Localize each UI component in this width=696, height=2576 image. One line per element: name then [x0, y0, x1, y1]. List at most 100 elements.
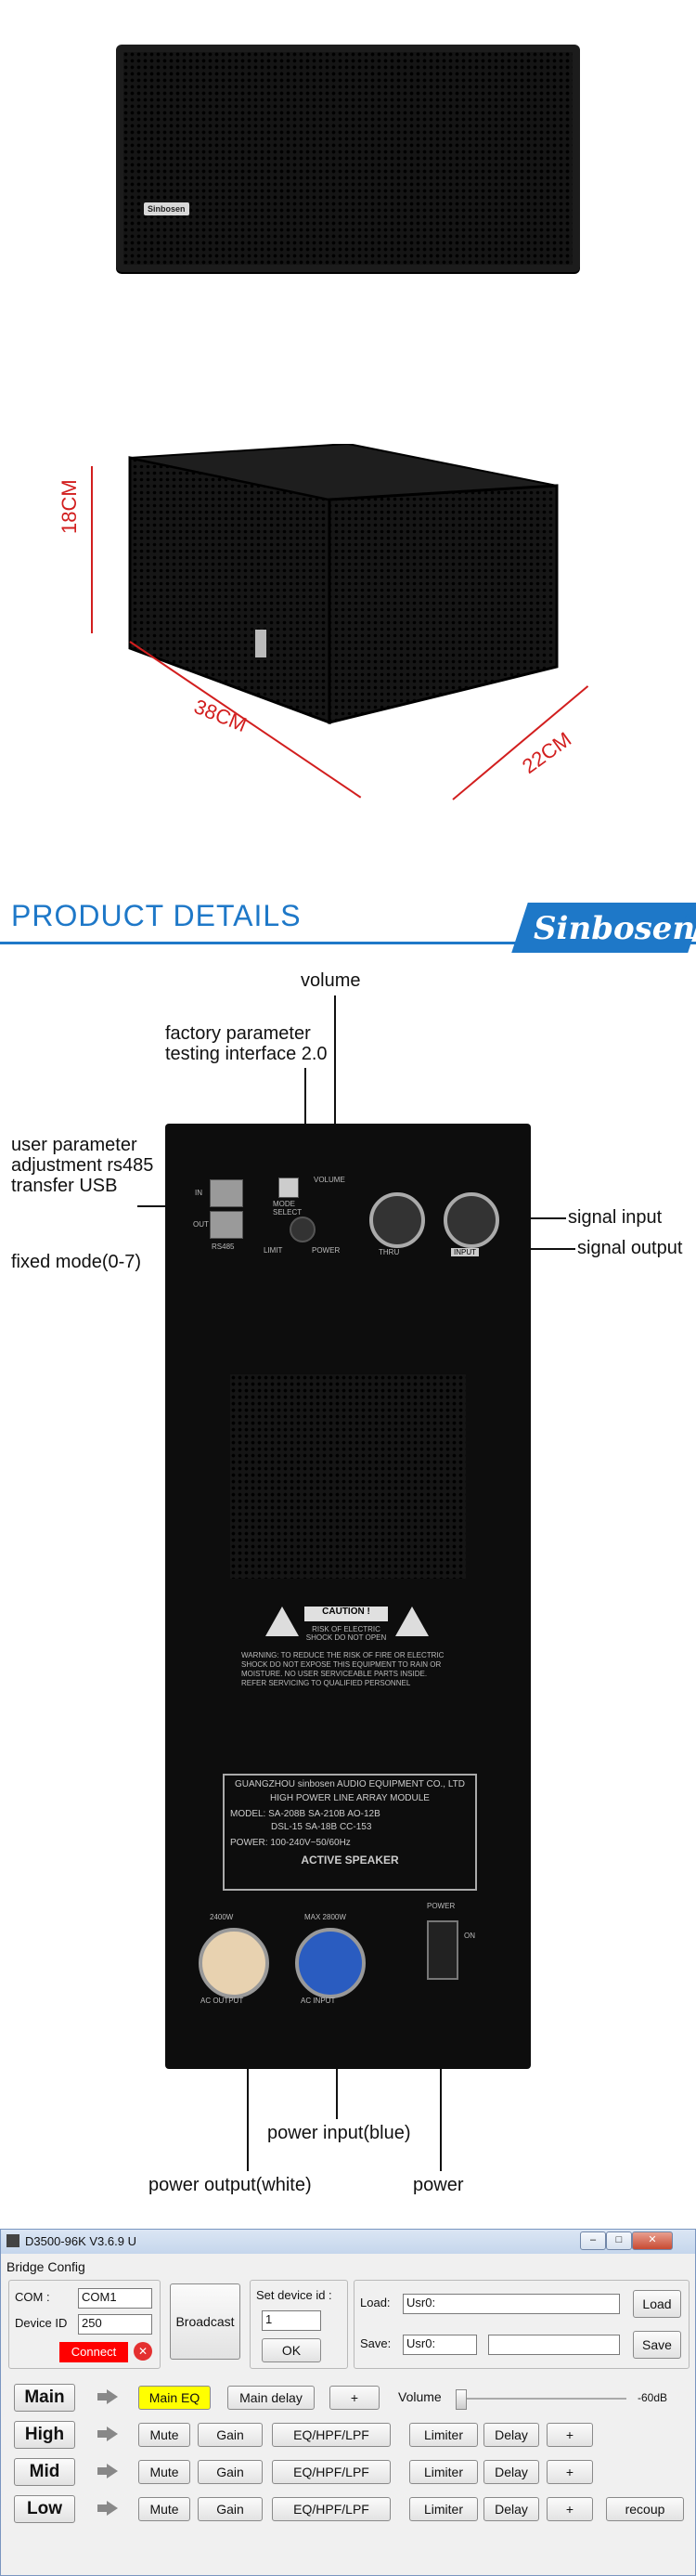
com-group: COM : COM1 Device ID 250 Connect ✕	[8, 2280, 161, 2369]
mid-eq-button[interactable]: EQ/HPF/LPF	[272, 2460, 391, 2484]
main-plus-button[interactable]: +	[329, 2386, 380, 2410]
high-eq-button[interactable]: EQ/HPF/LPF	[272, 2423, 391, 2447]
high-mute-button[interactable]: Mute	[138, 2423, 190, 2447]
set-device-input[interactable]: 1	[262, 2310, 321, 2331]
model-6: CC-153	[339, 1822, 372, 1832]
mid-plus-button[interactable]: +	[547, 2460, 593, 2484]
high-gain-button[interactable]: Gain	[198, 2423, 263, 2447]
powercon-input[interactable]	[295, 1928, 366, 1998]
title-bar: D3500-96K V3.6.9 U – □ ✕	[1, 2230, 695, 2254]
minimize-button[interactable]: –	[580, 2231, 606, 2250]
xlr-input-jack[interactable]	[444, 1192, 499, 1248]
com-select[interactable]: COM1	[78, 2288, 152, 2309]
load-button[interactable]: Load	[633, 2290, 681, 2318]
out-rating: 2400W	[210, 1913, 234, 1921]
warning-triangle-icon	[265, 1607, 299, 1636]
callout-fixed-mode: fixed mode(0-7)	[11, 1252, 142, 1272]
menu-bridge-config[interactable]: Bridge Config	[6, 2259, 85, 2274]
row-main-label[interactable]: Main	[14, 2384, 75, 2412]
save-button[interactable]: Save	[633, 2331, 681, 2359]
model-2: SA-210B	[307, 1809, 345, 1819]
thru-label: THRU	[379, 1248, 400, 1256]
section-divider	[0, 942, 696, 944]
powercon-output[interactable]	[199, 1928, 269, 1998]
main-delay-button[interactable]: Main delay	[227, 2386, 315, 2410]
registered-mark: ®	[685, 910, 695, 925]
volume-label: VOLUME	[314, 1176, 345, 1184]
warning-text: WARNING: TO REDUCE THE RISK OF FIRE OR E…	[241, 1651, 445, 1687]
mid-mute-button[interactable]: Mute	[138, 2460, 190, 2484]
com-label: COM :	[15, 2290, 50, 2304]
warning-triangle-icon-2	[395, 1607, 429, 1636]
save-label: Save:	[360, 2336, 392, 2350]
callout-volume-line	[334, 995, 336, 1198]
low-recoup-button[interactable]: recoup	[606, 2497, 684, 2521]
mode-select-label: MODE SELECT	[273, 1200, 303, 1216]
model-box: GUANGZHOU sinbosen AUDIO EQUIPMENT CO., …	[223, 1774, 477, 1891]
save-name-input[interactable]	[488, 2335, 620, 2355]
low-delay-button[interactable]: Delay	[483, 2497, 539, 2521]
mode-select-knob[interactable]	[290, 1216, 316, 1242]
high-limiter-button[interactable]: Limiter	[409, 2423, 478, 2447]
disconnected-icon: ✕	[134, 2342, 152, 2361]
ok-button[interactable]: OK	[262, 2338, 321, 2362]
callout-factory-2: testing interface 2.0	[165, 1044, 328, 1064]
in-rating: MAX 2800W	[304, 1913, 346, 1921]
rear-panel: IN OUT RS485 MODE SELECT VOLUME LIMIT PO…	[165, 1124, 531, 2069]
main-eq-button[interactable]: Main EQ	[138, 2386, 211, 2410]
rj45-out-port[interactable]	[210, 1211, 243, 1239]
low-limiter-button[interactable]: Limiter	[409, 2497, 478, 2521]
usb-port[interactable]	[278, 1177, 299, 1198]
power-switch-label: POWER	[427, 1902, 456, 1910]
speaker-angled-photo	[125, 442, 561, 778]
load-select[interactable]: Usr0:	[403, 2294, 620, 2314]
caution-sub: RISK OF ELECTRIC SHOCK DO NOT OPEN	[305, 1625, 387, 1642]
rj45-in-label: IN	[195, 1189, 202, 1197]
high-delay-button[interactable]: Delay	[483, 2423, 539, 2447]
vent-grille	[230, 1374, 466, 1579]
rs485-label: RS485	[212, 1242, 235, 1251]
brand-badge: Sinbosen	[144, 202, 189, 215]
low-eq-button[interactable]: EQ/HPF/LPF	[272, 2497, 391, 2521]
mid-delay-button[interactable]: Delay	[483, 2460, 539, 2484]
dimension-height-line	[91, 466, 93, 633]
ac-output-label: AC OUTPUT	[200, 1997, 244, 2005]
broadcast-button[interactable]: Broadcast	[170, 2283, 240, 2360]
power-switch[interactable]	[427, 1920, 458, 1980]
input-label: INPUT	[451, 1248, 479, 1256]
arrow-icon	[97, 2389, 118, 2404]
row-high-label[interactable]: High	[14, 2421, 75, 2449]
high-plus-button[interactable]: +	[547, 2423, 593, 2447]
maximize-button[interactable]: □	[606, 2231, 632, 2250]
save-select[interactable]: Usr0:	[403, 2335, 477, 2355]
callout-power-line	[440, 2043, 442, 2171]
volume-track	[459, 2398, 626, 2400]
model-3: AO-12B	[347, 1809, 380, 1819]
low-plus-button[interactable]: +	[547, 2497, 593, 2521]
low-gain-button[interactable]: Gain	[198, 2497, 263, 2521]
model-1: SA-208B	[268, 1809, 306, 1819]
close-button[interactable]: ✕	[632, 2231, 673, 2250]
rj45-in-port[interactable]	[210, 1179, 243, 1207]
power-led-label: POWER	[312, 1246, 341, 1255]
set-device-group: Set device id : 1 OK	[250, 2280, 348, 2369]
connect-button[interactable]: Connect	[59, 2342, 128, 2362]
model-label: MODEL:	[230, 1809, 266, 1819]
callout-signal-input: signal input	[568, 1207, 663, 1228]
arrow-icon	[97, 2426, 118, 2441]
row-mid-label[interactable]: Mid	[14, 2458, 75, 2486]
arrow-icon	[97, 2464, 118, 2478]
mid-limiter-button[interactable]: Limiter	[409, 2460, 478, 2484]
volume-slider[interactable]	[456, 2389, 467, 2410]
device-id-select[interactable]: 250	[78, 2314, 152, 2335]
mid-gain-button[interactable]: Gain	[198, 2460, 263, 2484]
callout-power-output: power output(white)	[148, 2175, 312, 2195]
low-mute-button[interactable]: Mute	[138, 2497, 190, 2521]
set-device-label: Set device id :	[256, 2288, 332, 2302]
dimension-height-label: 18CM	[58, 479, 81, 534]
volume-value: -60dB	[638, 2391, 668, 2404]
active-speaker-label: ACTIVE SPEAKER	[301, 1854, 399, 1867]
row-low-label[interactable]: Low	[14, 2495, 75, 2523]
xlr-thru-jack[interactable]	[369, 1192, 425, 1248]
limit-label: LIMIT	[264, 1246, 283, 1255]
